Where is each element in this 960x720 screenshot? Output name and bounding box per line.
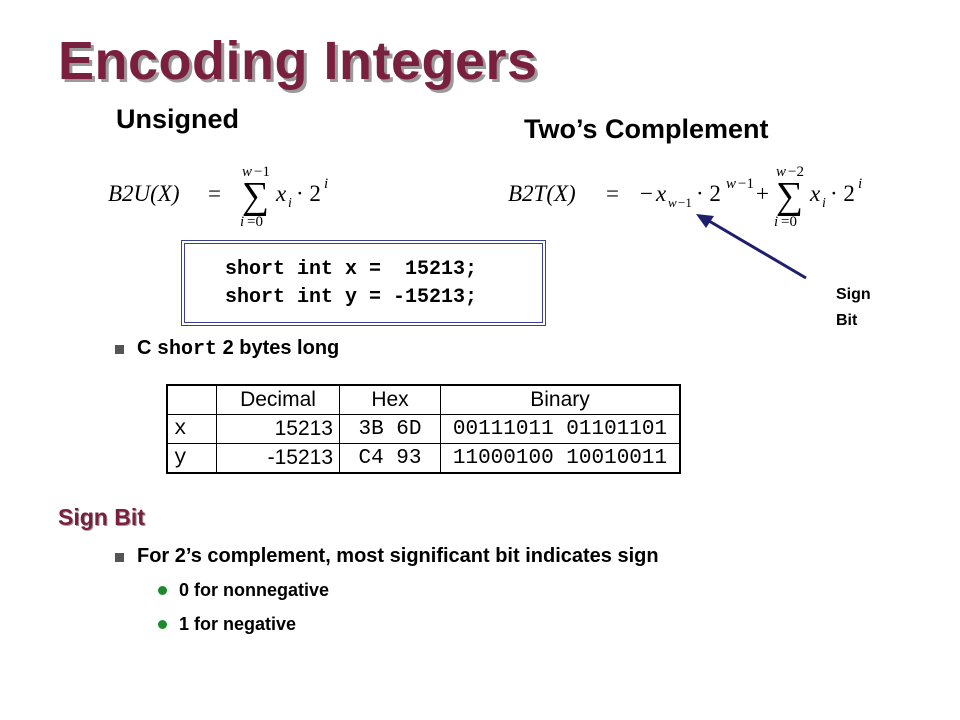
- square-bullet-icon: [115, 345, 124, 354]
- short-keyword: short: [157, 338, 218, 361]
- table-header-hex: Hex: [339, 385, 441, 415]
- c-short-suffix: 2 bytes long: [217, 337, 340, 359]
- row-x-decimal: 15213: [216, 414, 340, 444]
- svg-text:· 2: · 2: [696, 181, 721, 206]
- b2u-formula: B2U(X) = w −1 ∑ i =0 x i · 2 i: [108, 164, 328, 230]
- svg-text:x: x: [655, 181, 667, 206]
- row-var-x: x: [166, 414, 217, 444]
- square-bullet-icon: [115, 553, 124, 562]
- table-row: y -15213 C4 93 11000100 10010011: [166, 443, 681, 474]
- svg-text:∑: ∑: [776, 175, 803, 217]
- svg-text:−1: −1: [678, 195, 692, 210]
- svg-text:w: w: [726, 176, 736, 192]
- sign-bit-arrow: [696, 214, 807, 280]
- code-line-1: short int x = 15213;: [225, 258, 478, 281]
- svg-text:i: i: [324, 176, 328, 192]
- row-y-hex: C4 93: [339, 443, 441, 474]
- dot-bullet-icon: [158, 620, 167, 629]
- sub-bullet-nonnegative: 0 for nonnegative: [179, 580, 330, 600]
- dot-bullet-icon: [158, 586, 167, 595]
- sign-bit-label-line1: Sign: [836, 286, 871, 303]
- c-short-prefix: C: [137, 337, 157, 359]
- svg-text:∑: ∑: [242, 175, 269, 217]
- sub-bullet-negative: 1 for negative: [179, 614, 297, 634]
- svg-text:−2: −2: [788, 164, 804, 180]
- table-header-empty: [166, 385, 217, 415]
- twos-bullet: For 2’s complement, most significant bit…: [137, 545, 659, 567]
- svg-text:· 2: · 2: [296, 181, 321, 206]
- svg-text:=0: =0: [247, 214, 263, 230]
- unsigned-heading: Unsigned: [116, 104, 240, 134]
- svg-text:w: w: [242, 164, 252, 180]
- row-y-binary: 11000100 10010011: [440, 443, 681, 474]
- svg-text:· 2: · 2: [830, 181, 855, 206]
- b2t-formula: B2T(X) = − x w −1 · 2 w −1 + w −2 ∑ i =0…: [508, 164, 862, 230]
- table-row: x 15213 3B 6D 00111011 01101101: [166, 414, 681, 444]
- code-line-2: short int y = -15213;: [225, 286, 478, 309]
- table-header-decimal: Decimal: [216, 385, 340, 415]
- sign-bit-heading: Sign Bit: [58, 504, 145, 530]
- slide-title: Encoding Integers: [58, 31, 538, 91]
- svg-text:=0: =0: [781, 214, 797, 230]
- svg-text:=: =: [606, 181, 619, 206]
- svg-text:−1: −1: [254, 164, 270, 180]
- svg-text:−: −: [640, 181, 653, 206]
- svg-text:+: +: [756, 181, 769, 206]
- svg-text:−1: −1: [738, 176, 754, 192]
- svg-text:x: x: [275, 181, 287, 206]
- svg-text:B2U(X): B2U(X): [108, 181, 180, 206]
- table-header-row: Decimal Hex Binary: [166, 385, 681, 415]
- svg-text:w: w: [668, 195, 677, 210]
- sign-bit-label: Sign Bit: [836, 282, 871, 334]
- c-short-bullet: C short 2 bytes long: [137, 337, 339, 361]
- row-x-hex: 3B 6D: [339, 414, 441, 444]
- svg-text:x: x: [809, 181, 821, 206]
- row-y-decimal: -15213: [216, 443, 340, 474]
- twos-complement-heading: Two’s Complement: [524, 114, 769, 144]
- svg-text:i: i: [822, 196, 826, 211]
- table-header-binary: Binary: [440, 385, 681, 415]
- svg-text:i: i: [774, 214, 778, 230]
- svg-text:w: w: [776, 164, 786, 180]
- row-x-binary: 00111011 01101101: [440, 414, 681, 444]
- svg-text:B2T(X): B2T(X): [508, 181, 576, 206]
- encoding-table: Decimal Hex Binary x 15213 3B 6D 0011101…: [166, 384, 681, 474]
- code-box: short int x = 15213; short int y = -1521…: [181, 240, 546, 326]
- svg-text:i: i: [240, 214, 244, 230]
- sign-bit-label-line2: Bit: [836, 312, 858, 329]
- svg-text:=: =: [208, 181, 221, 206]
- row-var-y: y: [166, 443, 217, 474]
- svg-text:i: i: [288, 196, 292, 211]
- svg-text:i: i: [858, 176, 862, 192]
